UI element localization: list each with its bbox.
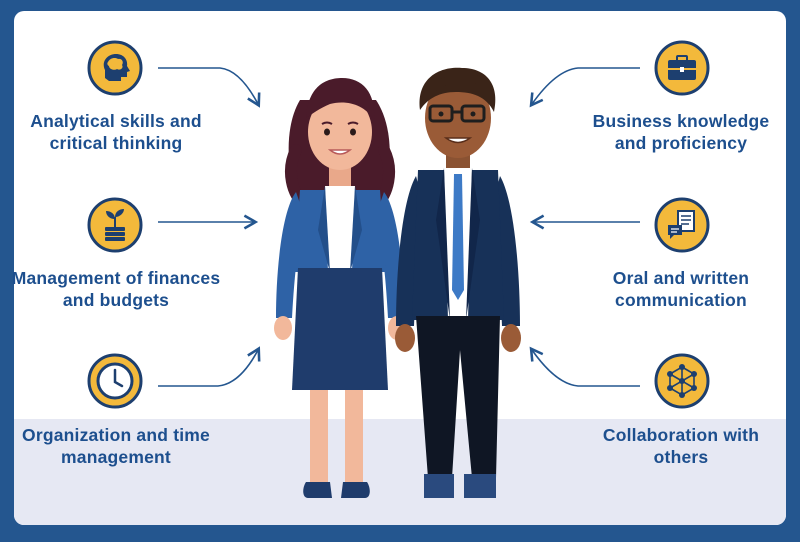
- arrow-analytical: [158, 67, 261, 108]
- clock-icon: [87, 353, 143, 409]
- brain-head-icon: [87, 40, 143, 96]
- businesswoman: [274, 78, 406, 498]
- label-finances: Management of finances and budgets: [11, 268, 221, 310]
- businessman: [395, 67, 521, 498]
- floor-band: [14, 419, 786, 525]
- label-collaboration: Collaboration with others: [602, 425, 760, 467]
- network-icon: [654, 353, 710, 409]
- label-communication: Oral and written communication: [612, 268, 750, 310]
- arrow-collaboration: [529, 346, 640, 387]
- label-organization: Organization and time management: [22, 425, 210, 467]
- documents-chat-icon: [654, 197, 710, 253]
- label-analytical: Analytical skills and critical thinking: [30, 111, 202, 153]
- arrow-business: [529, 67, 640, 108]
- money-plant-icon: [87, 197, 143, 253]
- briefcase-icon: [654, 40, 710, 96]
- arrow-organization: [158, 346, 261, 387]
- infographic-panel: [14, 11, 786, 525]
- label-business: Business knowledge and proficiency: [592, 111, 770, 153]
